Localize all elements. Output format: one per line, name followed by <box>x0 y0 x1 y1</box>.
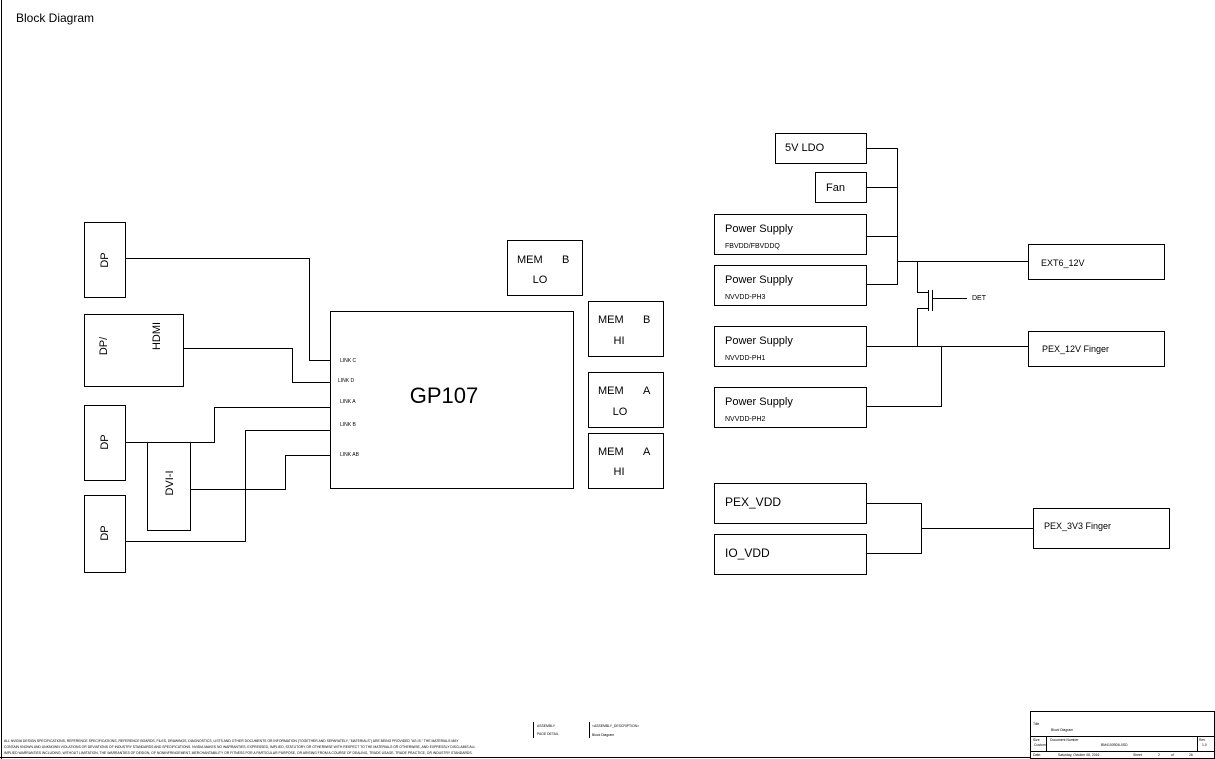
pex-vdd-label: PEX_VDD <box>725 495 781 509</box>
connector-dp-1: DP <box>84 222 126 298</box>
power-supply-nvvdd-ph3-title: Power Supply <box>725 274 793 286</box>
assembly-label: ASSEMBLY <box>537 724 556 728</box>
connector-dvi: DVI-I <box>147 442 191 531</box>
pex-vdd-block: PEX_VDD <box>714 483 867 524</box>
title-block-date: Saturday, October 08, 2016 <box>1058 753 1100 757</box>
disclaimer: ALL NVIDIA DESIGN SPECIFICATIONS, REFERE… <box>4 739 476 755</box>
title-block: Title Block Diagram Size Custom Document… <box>1030 711 1215 759</box>
memory-a-hi-bank: A <box>643 446 651 458</box>
memory-a-hi: MEM A HI <box>588 433 664 489</box>
wire-link-ab <box>191 455 330 490</box>
title-block-title: Block Diagram <box>1051 728 1073 732</box>
memory-b-lo-name: MEM <box>517 254 543 266</box>
power-supply-nvvdd-ph2: Power Supply NVVDD-PH2 <box>714 387 867 428</box>
disclaimer-line-2: CONTAIN KNOWN AND UNKNOWN VIOLATIONS OR … <box>4 745 476 749</box>
ldo-5v-label: 5V LDO <box>785 142 825 154</box>
wire-3v3-bus <box>867 503 922 554</box>
power-supply-fbvdd-sub: FBVDD/FBVDDQ <box>725 243 780 250</box>
power-supply-fbvdd: Power Supply FBVDD/FBVDDQ <box>714 214 867 255</box>
power-supply-nvvdd-ph2-sub: NVVDD-PH2 <box>725 416 766 423</box>
wire-link-b <box>126 430 330 542</box>
title-block-date-label: Date: <box>1033 753 1041 757</box>
connector-dp-hdmi: DP/ HDMI <box>84 314 184 387</box>
gpu-link-b-label: LINK B <box>340 422 357 428</box>
memory-b-lo-bank: B <box>562 254 569 266</box>
assembly-info: ASSEMBLY PAGE DETAIL <ASSEMBLY_DESCRIPTI… <box>533 722 639 738</box>
page-title: Block Diagram <box>16 11 95 25</box>
assembly-description: <ASSEMBLY_DESCRIPTION> <box>592 724 639 728</box>
title-block-of: of <box>1171 753 1174 757</box>
memory-a-lo: MEM A LO <box>588 372 664 428</box>
title-block-rev: 1.0 <box>1202 743 1207 747</box>
power-supply-nvvdd-ph3-sub: NVVDD-PH3 <box>725 294 766 301</box>
title-block-sheet-label: Sheet <box>1133 753 1142 757</box>
io-vdd-label: IO_VDD <box>725 546 770 560</box>
power-supply-nvvdd-ph1-sub: NVVDD-PH1 <box>725 355 766 362</box>
memory-a-hi-name: MEM <box>598 446 624 458</box>
connector-dp-3: DP <box>84 495 126 573</box>
gpu-link-c-label: LINK C <box>340 358 357 364</box>
fan-label: Fan <box>826 182 845 194</box>
title-block-size-label: Size <box>1033 738 1040 742</box>
title-block-total: 26 <box>1189 753 1193 757</box>
wire-nvvdd-ph2 <box>867 346 942 407</box>
memory-b-lo: MEM B LO <box>507 240 583 296</box>
disclaimer-line-1: ALL NVIDIA DESIGN SPECIFICATIONS, REFERE… <box>4 739 459 743</box>
gpu-link-d-label: LINK D <box>338 378 355 384</box>
pex-3v3-finger-label: PEX_3V3 Finger <box>1044 521 1111 531</box>
det-label: DET <box>972 295 987 302</box>
memory-a-lo-bank: A <box>643 385 651 397</box>
connector-dp-2: DP <box>84 405 126 481</box>
pex-12v-finger-label: PEX_12V Finger <box>1042 344 1109 354</box>
pex-12v-finger-block: PEX_12V Finger <box>1028 331 1165 367</box>
memory-b-hi-bank: B <box>643 314 650 326</box>
gpu-link-ab-label: LINK AB <box>340 452 360 458</box>
gpu-label: GP107 <box>410 383 479 408</box>
gpu-link-a-label: LINK A <box>340 399 356 405</box>
ldo-5v-block: 5V LDO <box>775 133 867 164</box>
connector-dp-hdmi-left-label: DP/ <box>98 336 110 355</box>
memory-a-lo-name: MEM <box>598 385 624 397</box>
memory-b-hi-name: MEM <box>598 314 624 326</box>
page-detail-label: PAGE DETAIL <box>537 732 559 736</box>
title-block-rev-label: Rev <box>1199 738 1205 742</box>
det-switch: DET <box>917 262 987 347</box>
power-supply-nvvdd-ph1-title: Power Supply <box>725 335 793 347</box>
ext6-12v-label: EXT6_12V <box>1041 258 1085 268</box>
title-block-doc: BM41009D6-0SD <box>1101 743 1128 747</box>
title-block-size: Custom <box>1034 743 1046 747</box>
memory-b-hi: MEM B HI <box>588 301 664 357</box>
pex-3v3-finger-block: PEX_3V3 Finger <box>1033 508 1170 549</box>
power-supply-nvvdd-ph2-title: Power Supply <box>725 396 793 408</box>
connector-dp-hdmi-right-label: HDMI <box>151 322 163 350</box>
memory-b-lo-half: LO <box>533 274 548 286</box>
connector-dp-1-label: DP <box>99 252 111 267</box>
wire-link-c <box>126 258 330 361</box>
connector-dvi-label: DVI-I <box>164 470 176 495</box>
memory-a-lo-half: LO <box>613 406 628 418</box>
memory-a-hi-half: HI <box>614 466 625 478</box>
title-block-doc-label: Document Number <box>1050 738 1079 742</box>
power-supply-fbvdd-title: Power Supply <box>725 223 793 235</box>
disclaimer-line-3: IMPLIED WARRANTIES INCLUDING, WITHOUT LI… <box>4 751 473 755</box>
wire-link-a <box>126 407 330 443</box>
wire-link-d <box>184 348 330 383</box>
ext6-12v-block: EXT6_12V <box>1028 244 1165 280</box>
fan-block: Fan <box>815 172 867 203</box>
title-block-title-label: Title <box>1033 722 1039 726</box>
title-block-sheet: 2 <box>1158 753 1160 757</box>
memory-b-hi-half: HI <box>614 335 625 347</box>
power-supply-nvvdd-ph1: Power Supply NVVDD-PH1 <box>714 326 867 367</box>
connector-dp-3-label: DP <box>99 525 111 540</box>
connector-dp-2-label: DP <box>99 434 111 449</box>
io-vdd-block: IO_VDD <box>714 534 867 575</box>
gpu-chip: GP107 LINK C LINK D LINK A LINK B LINK A… <box>330 311 574 489</box>
power-supply-nvvdd-ph3: Power Supply NVVDD-PH3 <box>714 265 867 306</box>
assembly-page: Block Diagram <box>592 733 614 737</box>
